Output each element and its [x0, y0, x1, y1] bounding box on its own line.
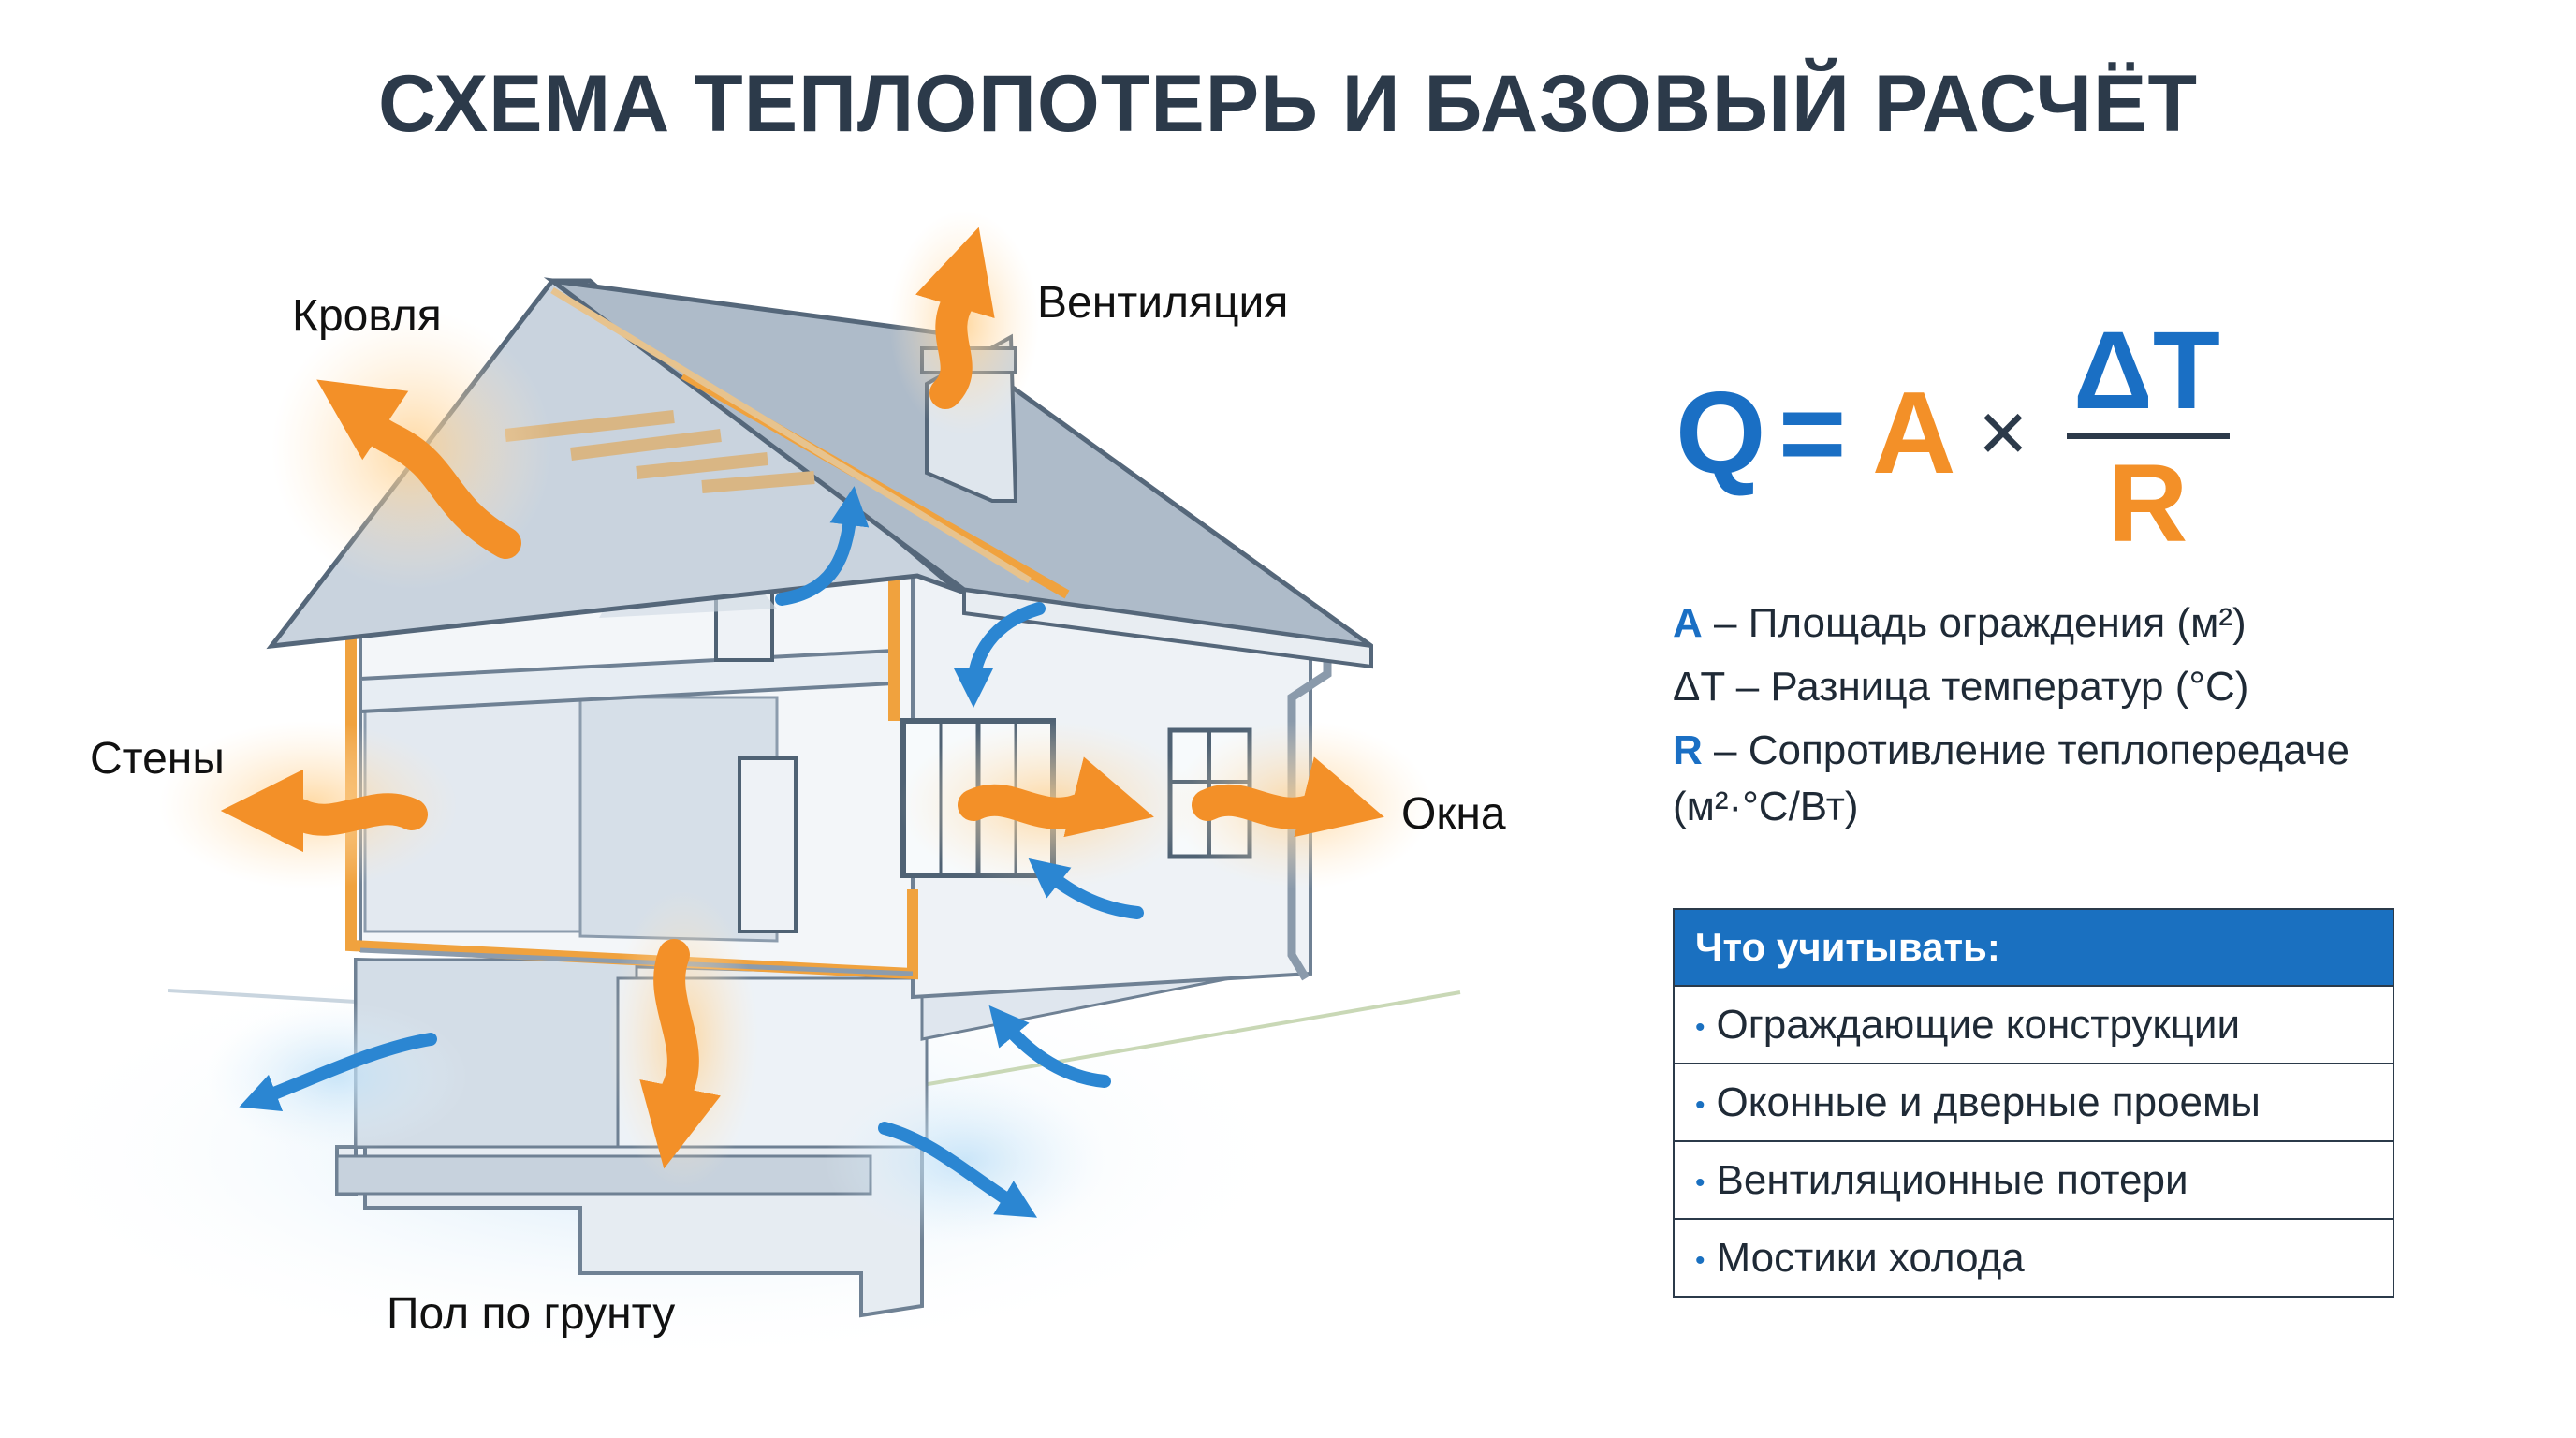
bullet-icon: • — [1695, 1167, 1705, 1198]
label-walls: Стены — [90, 734, 225, 784]
considerations-box: Что учитывать: •Ограждающие конструкции … — [1673, 908, 2394, 1298]
arrow-ventilation — [915, 227, 995, 409]
arrow-blue-left — [239, 1033, 437, 1112]
legend-dt: ΔT – Разница температур (°C) — [1673, 664, 2249, 710]
label-windows: Окна — [1401, 789, 1506, 839]
formula-q: Q — [1676, 369, 1766, 498]
heat-loss-formula: Q = A × ΔT R — [1676, 309, 2293, 565]
cold-air-arrows — [239, 486, 1144, 1218]
legend-a: A – Площадь ограждения (м²) — [1673, 600, 2247, 646]
considerations-header: Что учитывать: — [1675, 910, 2393, 985]
list-item: •Ограждающие конструкции — [1675, 985, 2393, 1063]
arrow-blue-side — [988, 1005, 1111, 1088]
label-ventilation: Вентиляция — [1037, 278, 1289, 328]
page-title: СХЕМА ТЕПЛОПОТЕРЬ И БАЗОВЫЙ РАСЧЁТ — [377, 59, 2198, 149]
label-floor: Пол по грунту — [387, 1289, 676, 1339]
arrow-windows-2 — [1192, 756, 1384, 838]
formula-r: R — [2108, 442, 2188, 565]
formula-eq: = — [1778, 369, 1847, 498]
arrow-floor — [639, 939, 721, 1169]
arrow-windows-1 — [958, 756, 1154, 838]
list-item: •Мостики холода — [1675, 1218, 2393, 1296]
label-roof: Кровля — [292, 291, 442, 341]
fraction-bar — [2067, 433, 2230, 439]
bullet-icon: • — [1695, 1244, 1705, 1276]
arrow-blue-right — [878, 1122, 1038, 1218]
bullet-icon: • — [1695, 1011, 1705, 1043]
formula-legend: A – Площадь ограждения (м²) ΔT – Разница… — [1673, 592, 2496, 835]
arrow-blue-attic — [775, 486, 870, 606]
arrow-blue-eave — [954, 602, 1046, 708]
arrow-roof — [316, 379, 521, 559]
heat-loss-arrows — [220, 227, 1384, 1169]
legend-r: R – Сопротивление теплопередаче — [1673, 727, 2349, 773]
arrow-blue-window — [1028, 858, 1144, 919]
formula-times: × — [1978, 385, 2028, 480]
list-item: •Оконные и дверные проемы — [1675, 1063, 2393, 1140]
formula-delta-t: ΔT — [2073, 309, 2220, 433]
bullet-icon: • — [1695, 1089, 1705, 1121]
list-item: •Вентиляционные потери — [1675, 1140, 2393, 1218]
arrow-walls — [220, 769, 428, 853]
formula-a: A — [1872, 369, 1956, 498]
legend-r-units: (м²·°C/Вт) — [1673, 784, 1859, 829]
